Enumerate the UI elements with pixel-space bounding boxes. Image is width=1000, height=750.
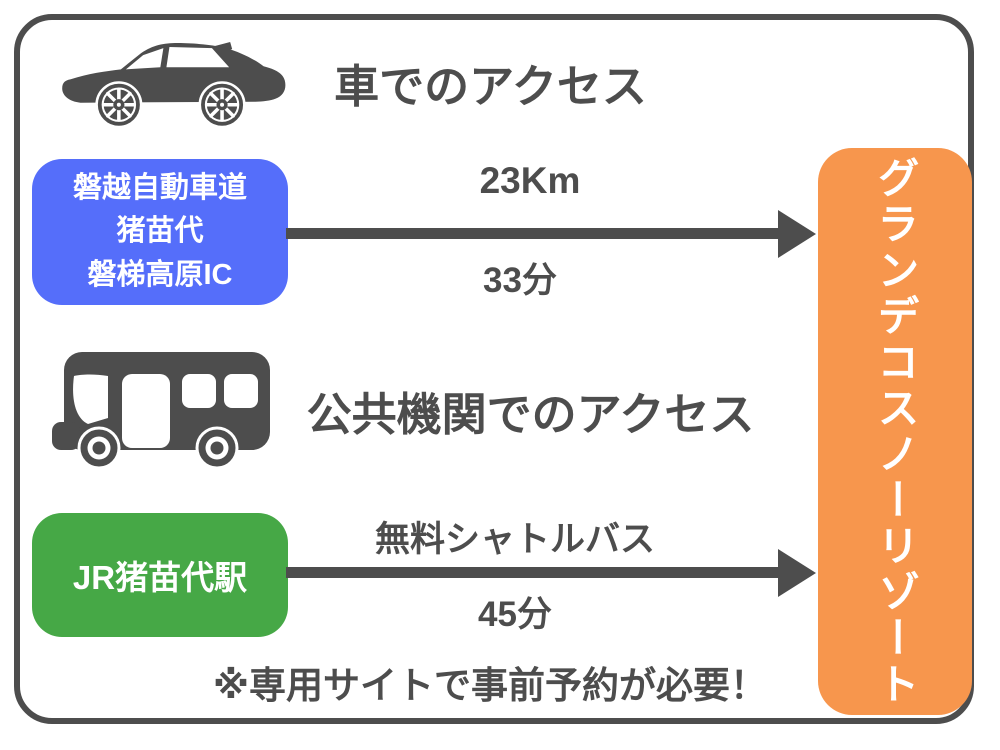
shuttle-duration-label: 45分 <box>478 595 552 634</box>
destination-box: グランデコスノーリゾート <box>818 148 972 715</box>
reservation-note: ※専用サイトで事前予約が必要！ <box>213 665 767 706</box>
highway-line-2: 猪苗代 <box>116 215 204 248</box>
origin-box-highway: 磐越自動車道 猪苗代 磐梯高原IC <box>32 159 288 305</box>
station-label: JR猪苗代駅 <box>72 559 248 596</box>
car-route-arrow-head <box>778 210 816 258</box>
car-access-title: 車でのアクセス <box>334 61 647 112</box>
destination-label: グランデコスノーリゾート <box>872 155 919 708</box>
origin-box-station: JR猪苗代駅 <box>32 513 288 637</box>
car-duration-label: 33分 <box>483 261 557 300</box>
car-route-arrow-shaft <box>286 228 780 239</box>
highway-line-1: 磐越自動車道 <box>72 171 247 204</box>
car-distance-label: 23Km <box>479 160 581 201</box>
shuttle-route-arrow-head <box>778 549 816 597</box>
bus-icon <box>52 352 270 470</box>
car-icon <box>62 42 286 128</box>
highway-line-3: 磐梯高原IC <box>87 258 233 291</box>
shuttle-route-arrow-shaft <box>286 567 780 578</box>
public-access-title: 公共機関でのアクセス <box>306 389 755 440</box>
shuttle-bus-label: 無料シャトルバス <box>374 520 655 559</box>
